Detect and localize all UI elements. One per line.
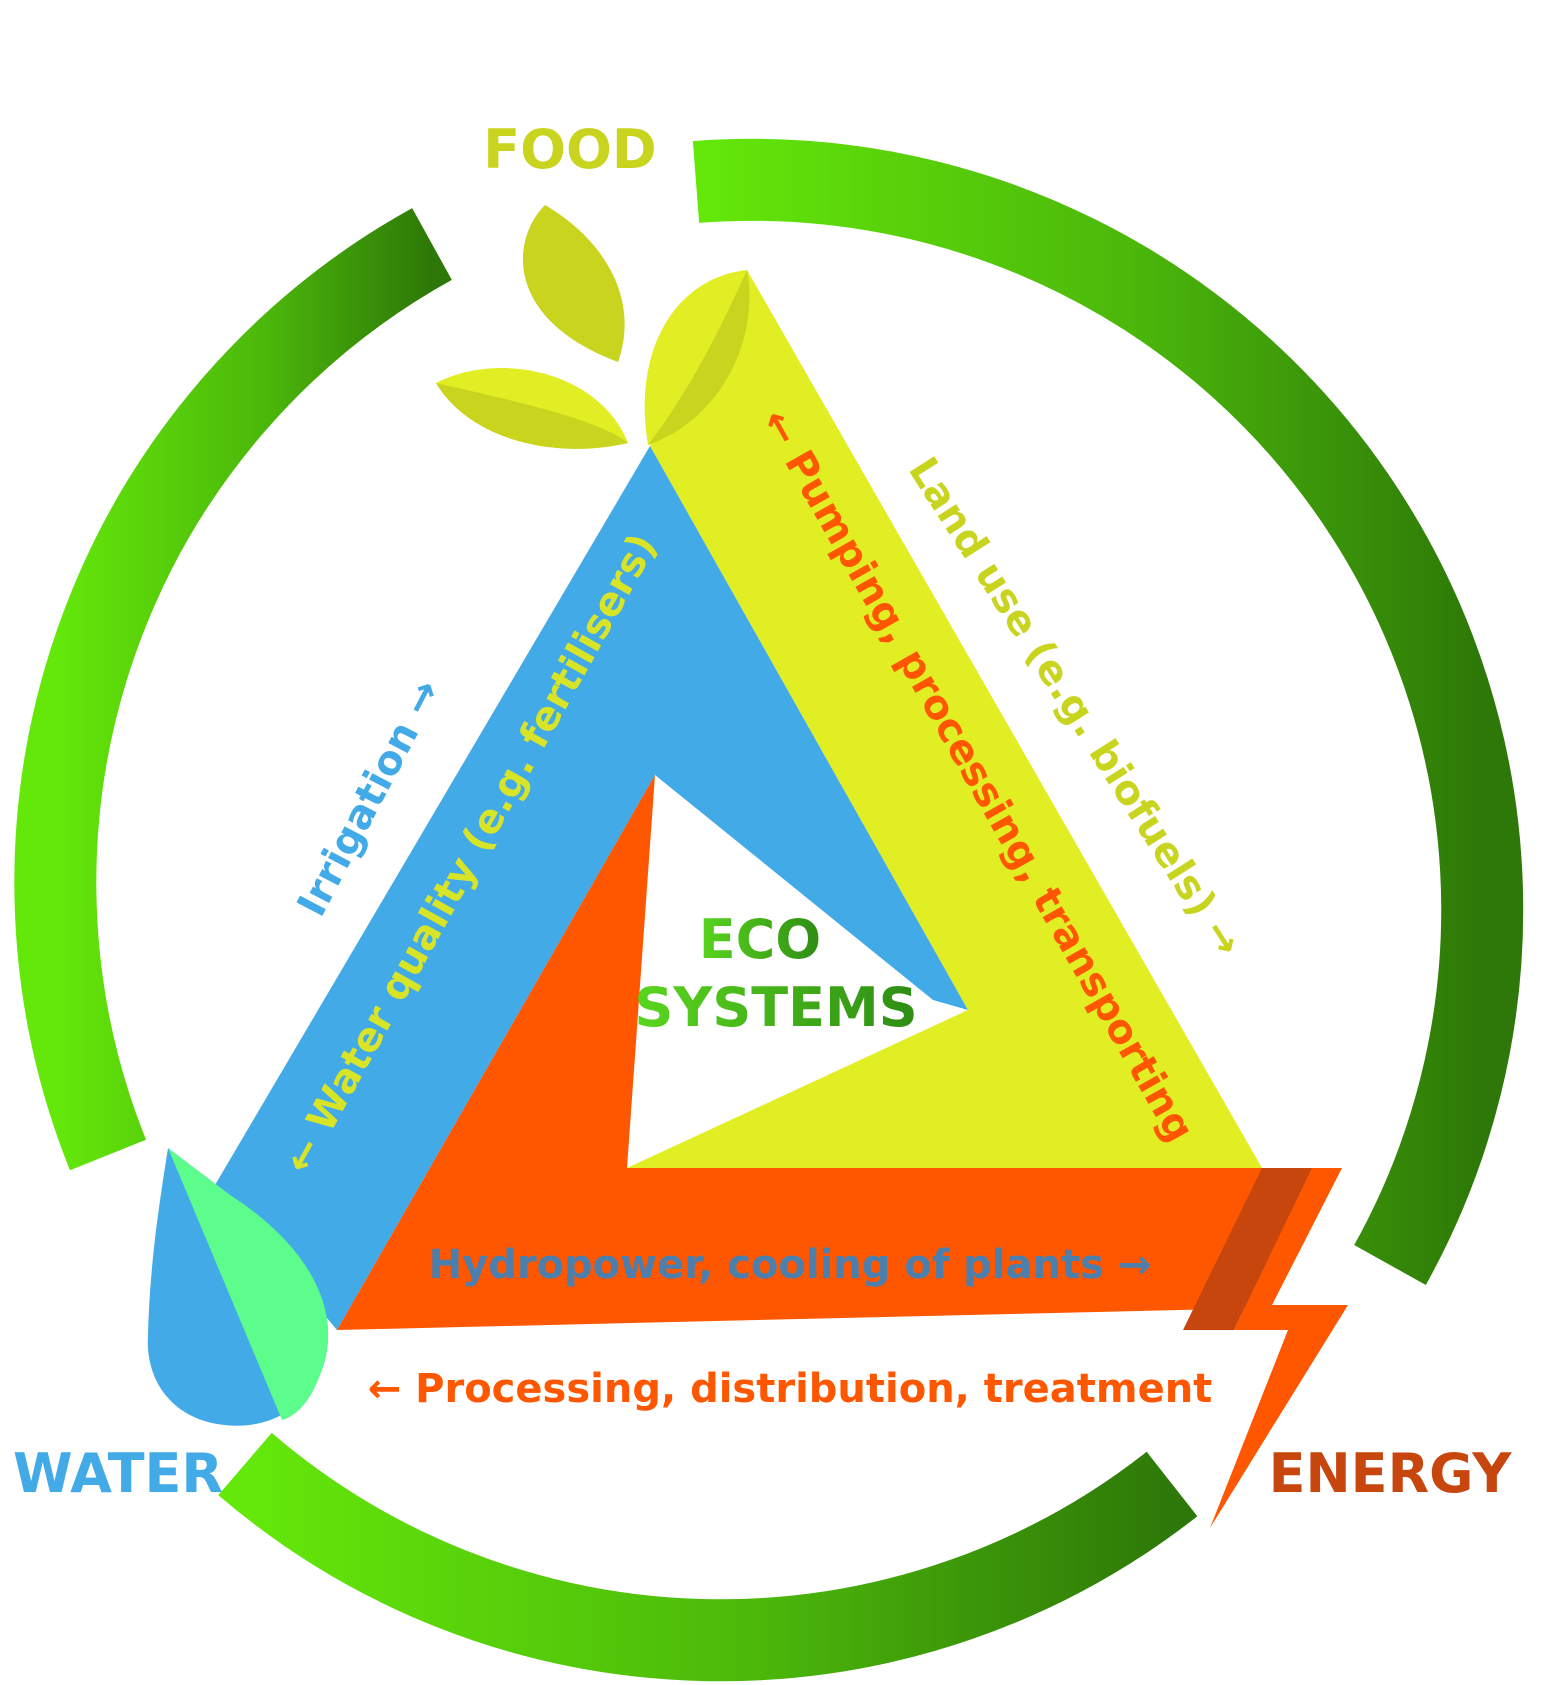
lightning-bolt bbox=[1210, 1168, 1348, 1528]
processing-flow-label: ← Processing, distribution, treatment bbox=[368, 1366, 1213, 1412]
energy-band-shade bbox=[1183, 1168, 1312, 1330]
food-label: FOOD bbox=[483, 118, 657, 181]
ring-arc-left bbox=[14, 208, 452, 1171]
leaf-left-shade bbox=[436, 383, 628, 449]
hydropower-flow-label: Hydropower, cooling of plants → bbox=[429, 1242, 1152, 1288]
leaf-top bbox=[522, 205, 625, 362]
water-label: WATER bbox=[13, 1442, 223, 1505]
water-food-band bbox=[215, 446, 968, 1330]
energy-label: ENERGY bbox=[1269, 1442, 1513, 1505]
leaf-right bbox=[644, 270, 750, 445]
food-energy-band bbox=[627, 270, 1262, 1168]
ring-arc-bottom bbox=[218, 1432, 1198, 1682]
water-drop-mint bbox=[168, 1148, 329, 1420]
water-drop-icon bbox=[147, 1148, 329, 1426]
ecosystems-label-line2: SYSTEMS bbox=[634, 976, 917, 1039]
outer-ring bbox=[14, 138, 1524, 1682]
leaf-right-shade bbox=[648, 270, 750, 445]
ecosystems-label-line1: ECO bbox=[699, 908, 821, 971]
leaves-icon bbox=[436, 205, 750, 449]
energy-band bbox=[337, 775, 1340, 1330]
nexus-triangle bbox=[215, 270, 1348, 1528]
ring-arc-right bbox=[692, 138, 1524, 1285]
